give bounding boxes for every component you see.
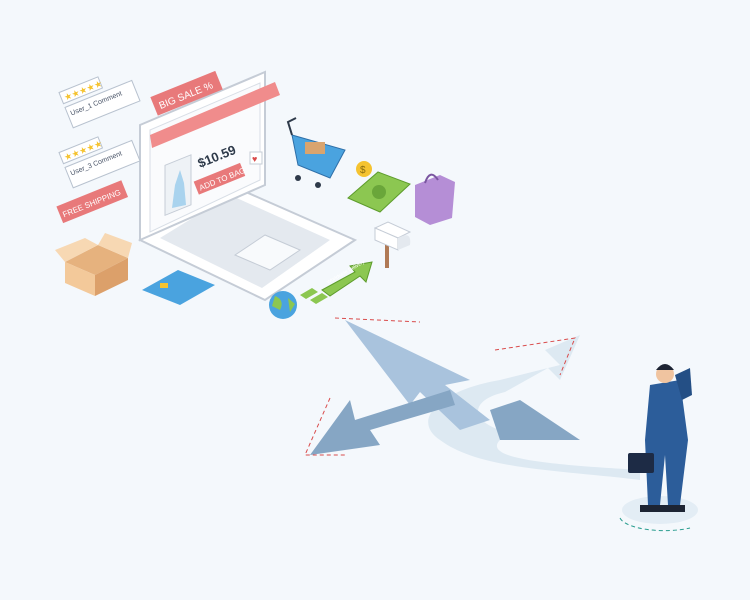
- add-to-bag-button[interactable]: [193, 162, 246, 195]
- dress-icon: [172, 170, 186, 208]
- svg-text:$: $: [360, 165, 366, 176]
- credit-card-icon: [142, 270, 215, 305]
- free-shipping-banner: [56, 180, 129, 224]
- banknote-icon: [347, 171, 411, 213]
- cardboard-box-icon: [55, 233, 132, 296]
- review-card: ★★★★★ User_3 Comment: [58, 136, 141, 189]
- svg-text:♥: ♥: [252, 154, 257, 164]
- touchpad: [233, 234, 302, 271]
- shopping-bag-icon: [415, 173, 455, 225]
- keyboard: [160, 195, 330, 288]
- coin-icon: [356, 161, 372, 177]
- wishlist-heart-icon[interactable]: [249, 151, 263, 165]
- mailbox-icon: [373, 221, 412, 268]
- laptop: [137, 70, 358, 302]
- crossroads-arrows: [304, 317, 640, 480]
- briefcase-icon: [628, 453, 654, 473]
- businessman: [619, 364, 698, 532]
- big-sale-banner: [150, 70, 223, 116]
- delivery-arrow: [300, 261, 373, 304]
- review-card: ★★★★★ User_1 Comment: [58, 76, 141, 129]
- shopping-cart-icon: [286, 117, 346, 188]
